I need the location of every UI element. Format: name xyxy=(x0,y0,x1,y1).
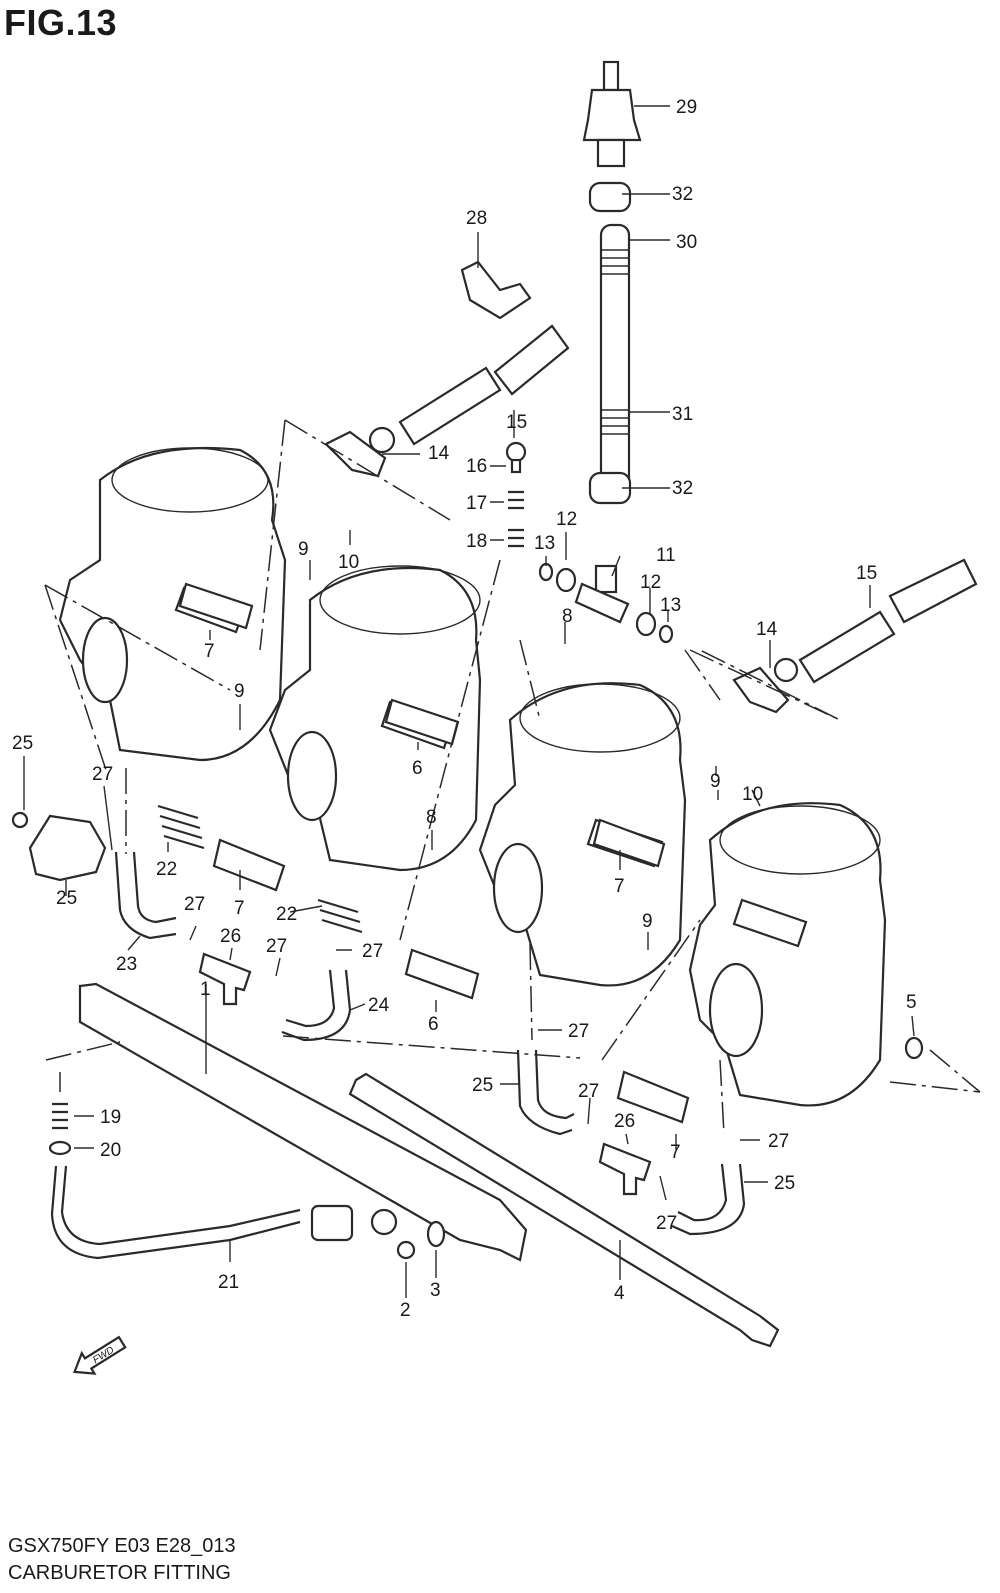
callout-7d: 7 xyxy=(670,1142,681,1163)
callout-18: 18 xyxy=(466,531,487,552)
callout-9c: 9 xyxy=(710,771,721,792)
callout-25a: 23 xyxy=(116,954,137,975)
screw-spring-parts xyxy=(505,441,527,548)
forward-direction-arrow: FWD xyxy=(73,1335,127,1375)
callout-22a: 22 xyxy=(156,859,177,880)
callout-10b: 10 xyxy=(742,784,763,805)
callout-32b: 32 xyxy=(672,478,693,499)
leader-lines xyxy=(23,105,915,1298)
figure-title: FIG.13 xyxy=(4,2,118,43)
callout-6b: 6 xyxy=(428,1014,439,1035)
vent-hose-left xyxy=(324,324,570,478)
diagram-caption: CARBURETOR FITTING xyxy=(8,1562,231,1584)
model-code: GSX750FY E03 E28_013 xyxy=(8,1535,236,1557)
callout-9b: 9 xyxy=(234,681,245,702)
callout-8a: 8 xyxy=(562,606,573,627)
fuel-t-joint xyxy=(538,562,674,644)
callout-29: 29 xyxy=(676,97,697,118)
callout-31: 31 xyxy=(672,404,693,425)
callout-19: 21 xyxy=(218,1272,239,1293)
mounting-bracket-1 xyxy=(78,982,528,1262)
callout-13a: 13 xyxy=(534,533,555,554)
callout-1: 1 xyxy=(200,979,211,1000)
callout-25c: 25 xyxy=(472,1075,493,1096)
carburetor-1 xyxy=(58,446,287,762)
callout-22b: 22 xyxy=(276,904,297,925)
carburetor-4 xyxy=(688,802,887,1107)
callout-7a: 7 xyxy=(204,641,215,662)
callout-27c: 27 xyxy=(266,936,287,957)
callout-27f: 27 xyxy=(578,1081,599,1102)
screw-2 xyxy=(396,1240,416,1260)
joint-hoses xyxy=(178,582,690,1124)
idle-adjuster-cable-19 xyxy=(50,1165,398,1260)
callout-25d: 25 xyxy=(774,1173,795,1194)
callout-25b: 24 xyxy=(368,995,390,1016)
callout-12b: 12 xyxy=(640,572,661,593)
callout-15a: 15 xyxy=(506,412,527,433)
callout-27g: 27 xyxy=(768,1131,789,1152)
callout-8b: 8 xyxy=(426,807,437,828)
carburetor-3 xyxy=(478,682,687,987)
callout-4: 4 xyxy=(614,1283,625,1304)
callout-27a: 27 xyxy=(92,764,113,785)
callout-24: 25 xyxy=(12,733,33,754)
throttle-sensor-23 xyxy=(28,814,107,882)
washer-3 xyxy=(426,1220,446,1248)
spring-21 xyxy=(52,1102,68,1130)
callout-numbers: 29 32 30 28 31 15 32 14 16 17 18 12 13 1… xyxy=(12,97,917,1321)
callout-20: 20 xyxy=(100,1140,121,1161)
callout-30: 30 xyxy=(676,232,697,253)
screw-24 xyxy=(11,811,29,829)
washer-5 xyxy=(904,1036,924,1060)
washer-20 xyxy=(48,1140,72,1156)
callout-16: 16 xyxy=(466,456,487,477)
callout-27e: 27 xyxy=(568,1021,589,1042)
callout-7b: 7 xyxy=(614,876,625,897)
callout-14b: 14 xyxy=(756,619,778,640)
hose-clip-28 xyxy=(460,260,532,320)
callout-2: 2 xyxy=(400,1300,411,1321)
callout-12a: 12 xyxy=(556,509,577,530)
callout-26b: 26 xyxy=(614,1111,635,1132)
callout-15b: 15 xyxy=(856,563,877,584)
callout-3: 3 xyxy=(430,1280,441,1301)
callout-21: 19 xyxy=(100,1107,121,1128)
callout-6a: 6 xyxy=(412,758,423,779)
springs-22 xyxy=(157,804,363,934)
tee-fitting-26b xyxy=(598,1142,652,1196)
callout-11: 11 xyxy=(656,545,676,566)
callout-14a: 14 xyxy=(428,443,450,464)
callout-27d: 27 xyxy=(362,941,383,962)
callout-13b: 13 xyxy=(660,595,681,616)
callout-27h: 27 xyxy=(656,1213,677,1234)
shaft-4 xyxy=(348,1072,780,1348)
callout-17: 17 xyxy=(466,493,487,514)
elbow-hoses-25 xyxy=(114,851,746,1236)
tee-fitting-26a xyxy=(198,952,252,1006)
fuel-filter-assembly xyxy=(582,60,642,505)
callout-9a: 9 xyxy=(298,539,309,560)
callout-10a: 10 xyxy=(338,552,359,573)
callout-27b: 27 xyxy=(184,894,205,915)
guide-lines xyxy=(44,419,981,1135)
callout-28: 28 xyxy=(466,208,487,229)
callout-23: 25 xyxy=(56,888,77,909)
callout-5: 5 xyxy=(906,992,917,1013)
callout-9d: 9 xyxy=(642,911,653,932)
callout-32a: 32 xyxy=(672,184,693,205)
callout-7c: 7 xyxy=(234,898,245,919)
vent-hose-right xyxy=(732,558,978,714)
callout-26a: 26 xyxy=(220,926,241,947)
